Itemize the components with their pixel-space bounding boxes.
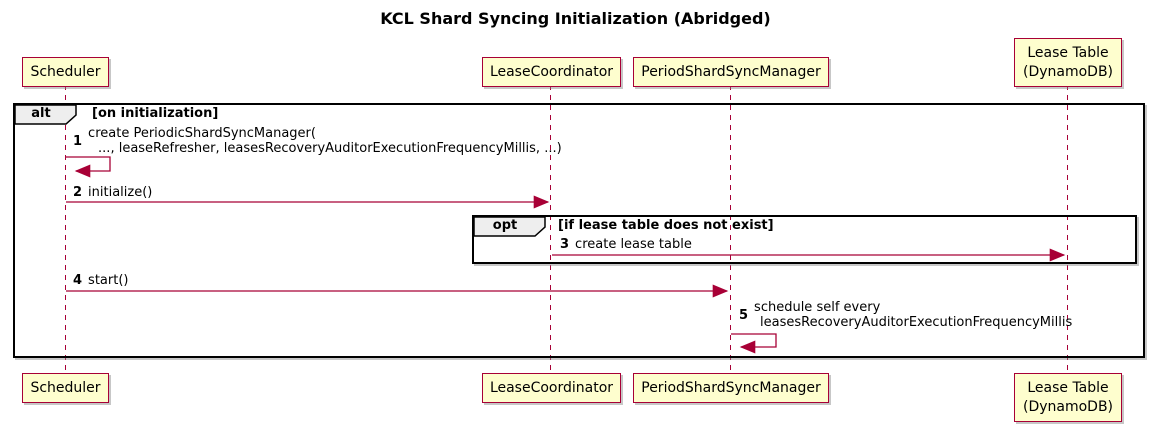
message-text: initialize() [88,185,153,200]
message-1: 1 create PeriodicShardSyncManager( ..., … [73,126,562,156]
alt-frame [13,103,1145,358]
participant-leasetable-bottom: Lease Table (DynamoDB) [1014,373,1122,422]
message-line2: leasesRecoveryAuditorExecutionFrequencyM… [760,315,1073,330]
message-line1: create PeriodicShardSyncManager( [88,126,316,141]
message-number: 1 [73,133,83,149]
message-5: 5 schedule self every leasesRecoveryAudi… [739,300,1072,330]
message-text: start() [88,273,129,288]
participant-label: PeriodShardSyncManager [641,63,821,80]
message-line2: ..., leaseRefresher, leasesRecoveryAudit… [98,141,562,156]
alt-frame-label: alt [31,106,51,121]
participant-label: Scheduler [30,63,101,80]
message-number: 2 [73,185,83,200]
participant-label: (DynamoDB) [1022,63,1114,80]
message-text: schedule self every leasesRecoveryAudito… [754,300,1072,330]
participant-leasecoordinator-top: LeaseCoordinator [482,57,621,87]
arrow-msg1-self [66,156,111,178]
message-line1: schedule self every [754,300,881,315]
opt-frame-label: opt [492,218,518,233]
message-4: 4 start() [73,273,128,288]
participant-periodshardsyncmanager-top: PeriodShardSyncManager [633,57,829,87]
message-text: create PeriodicShardSyncManager( ..., le… [88,126,562,156]
participant-label: Scheduler [30,379,101,396]
participant-scheduler-top: Scheduler [22,57,109,87]
participant-label: LeaseCoordinator [489,379,614,396]
participant-label: Lease Table [1027,379,1109,396]
participant-leasetable-top: Lease Table (DynamoDB) [1014,38,1122,87]
opt-frame-pentagon [474,217,546,237]
arrow-msg5-self [731,333,777,354]
message-2: 2 initialize() [73,185,152,200]
participant-periodshardsyncmanager-bottom: PeriodShardSyncManager [633,373,829,403]
message-number: 5 [739,307,749,323]
participant-label: Lease Table [1027,44,1109,61]
message-text: create lease table [575,237,692,252]
participant-label: LeaseCoordinator [489,63,614,80]
participant-leasecoordinator-bottom: LeaseCoordinator [482,373,621,403]
participant-scheduler-bottom: Scheduler [22,373,109,403]
opt-frame [472,215,1137,264]
participant-label: PeriodShardSyncManager [641,379,821,396]
participant-label: (DynamoDB) [1022,398,1114,415]
diagram-title: KCL Shard Syncing Initialization (Abridg… [380,9,771,28]
alt-frame-pentagon [15,105,77,125]
message-number: 4 [73,273,83,288]
message-number: 3 [560,237,570,252]
message-3: 3 create lease table [560,237,692,252]
alt-frame-condition: [on initialization] [92,106,219,121]
opt-frame-condition: [if lease table does not exist] [558,218,774,233]
